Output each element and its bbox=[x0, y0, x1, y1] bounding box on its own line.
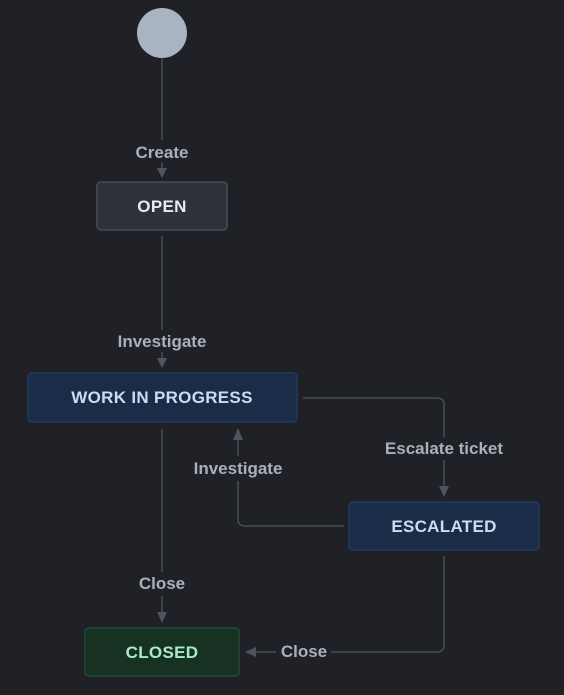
edges bbox=[157, 58, 449, 657]
state-work-in-progress-label: WORK IN PROGRESS bbox=[71, 388, 252, 407]
label-escalate-ticket: Escalate ticket bbox=[385, 439, 503, 458]
arrowhead-escalate bbox=[439, 486, 449, 497]
edge-labels: Create Investigate Escalate ticket Inves… bbox=[118, 143, 504, 661]
arrowhead-close-progress bbox=[157, 612, 167, 623]
state-closed[interactable]: CLOSED bbox=[84, 627, 240, 677]
state-escalated-box bbox=[348, 501, 540, 551]
state-escalated[interactable]: ESCALATED bbox=[348, 501, 540, 551]
edge-close-escalated bbox=[331, 556, 445, 653]
label-investigate-open: Investigate bbox=[118, 332, 207, 351]
arrowhead-investigate-open bbox=[157, 358, 167, 368]
label-close-escalated: Close bbox=[281, 642, 327, 661]
state-closed-label: CLOSED bbox=[126, 643, 199, 662]
label-close-progress: Close bbox=[139, 574, 185, 593]
initial-state-dot bbox=[137, 8, 187, 58]
arrowhead-close-escalated bbox=[245, 647, 256, 657]
state-escalated-label: ESCALATED bbox=[391, 517, 496, 536]
label-create: Create bbox=[136, 143, 189, 162]
label-investigate-escalated: Investigate bbox=[194, 459, 283, 478]
state-work-in-progress-box bbox=[27, 372, 298, 423]
arrowhead-investigate-escalated bbox=[233, 428, 243, 440]
arrowhead-create bbox=[157, 168, 167, 178]
state-open-box bbox=[96, 181, 228, 231]
state-open[interactable]: OPEN bbox=[96, 181, 228, 231]
state-closed-box bbox=[84, 627, 240, 677]
edge-investigate-escalated bbox=[237, 481, 344, 527]
edge-escalate bbox=[303, 397, 445, 437]
state-open-label: OPEN bbox=[137, 197, 186, 216]
state-work-in-progress[interactable]: WORK IN PROGRESS bbox=[27, 372, 298, 423]
